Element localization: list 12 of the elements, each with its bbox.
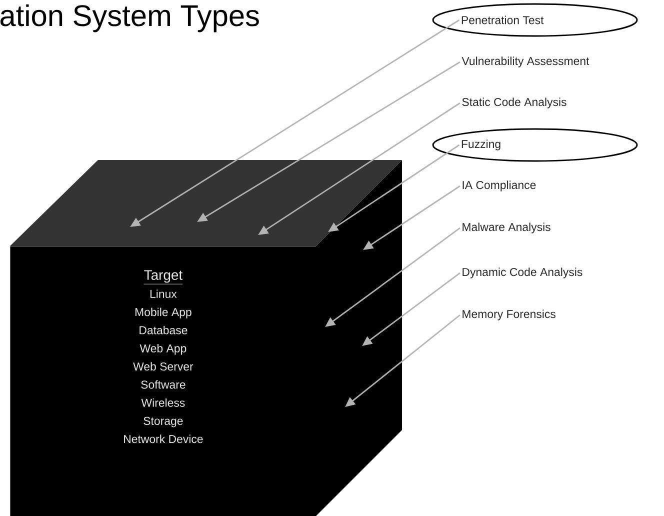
method-label: Dynamic Code Analysis — [462, 268, 582, 278]
title: ation System Types — [0, 4, 259, 32]
method-label: Malware Analysis — [462, 222, 550, 234]
method-label: Memory Forensics — [462, 310, 556, 320]
highlight-ellipse — [432, 128, 638, 162]
highlight-ellipse — [432, 3, 638, 37]
method-label: Vulnerability Assessment — [462, 56, 590, 68]
method-label: Fuzzing — [462, 140, 500, 150]
cube-drawing: Target Linux Mobile App Database Web App Web Server Software Wireless Storage Network Device — [10, 160, 402, 516]
method-label: Static Code Analysis — [462, 98, 566, 108]
method-label: Penetration Test — [462, 16, 544, 24]
method-label: IA Compliance — [462, 180, 536, 192]
